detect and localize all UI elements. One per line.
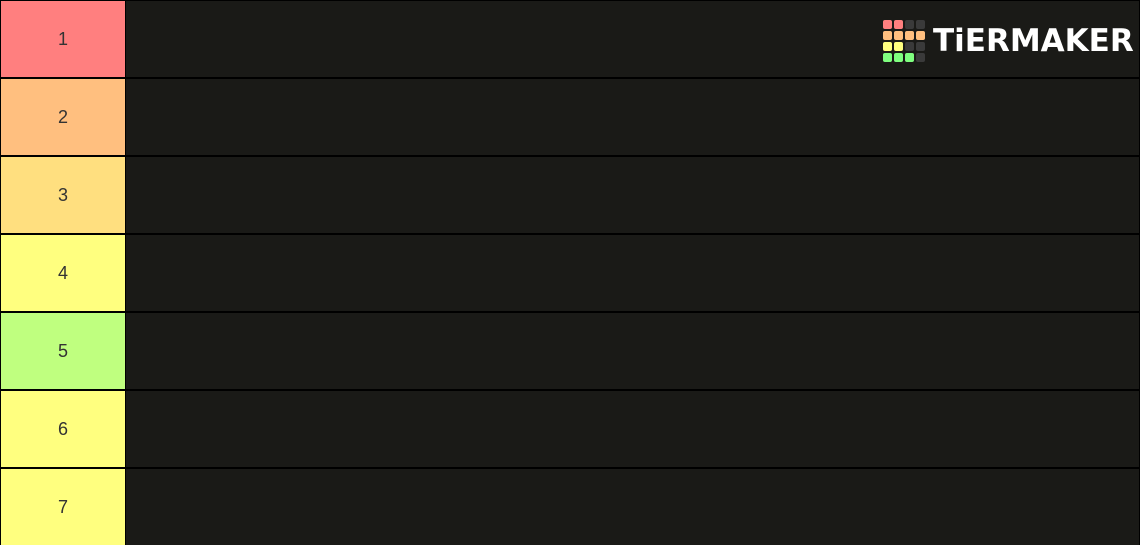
tier-row-6: 6 — [0, 391, 1140, 467]
logo-grid-cell — [916, 42, 925, 51]
logo-grid-cell — [905, 31, 914, 40]
tier-items-1[interactable] — [126, 1, 1139, 77]
logo-grid-cell — [916, 20, 925, 29]
tier-row-1: 1 — [0, 1, 1140, 77]
tier-label-4[interactable]: 4 — [1, 235, 125, 311]
logo-grid-cell — [894, 31, 903, 40]
logo-grid-cell — [916, 53, 925, 62]
tier-row-2: 2 — [0, 79, 1140, 155]
tier-label-1[interactable]: 1 — [1, 1, 125, 77]
logo-grid-cell — [883, 53, 892, 62]
logo-grid-cell — [916, 31, 925, 40]
logo-grid-cell — [883, 42, 892, 51]
tier-row-5: 5 — [0, 313, 1140, 389]
logo-grid-cell — [905, 20, 914, 29]
tier-items-5[interactable] — [126, 313, 1139, 389]
logo-grid-cell — [883, 31, 892, 40]
tier-items-2[interactable] — [126, 79, 1139, 155]
tier-row-7: 7 — [0, 469, 1140, 545]
logo-grid-cell — [905, 53, 914, 62]
logo-grid-cell — [883, 20, 892, 29]
logo-grid-cell — [894, 42, 903, 51]
logo-grid-cell — [894, 20, 903, 29]
tier-items-3[interactable] — [126, 157, 1139, 233]
logo-grid-cell — [905, 42, 914, 51]
tiermaker-grid-logo-icon — [883, 20, 925, 62]
tier-row-4: 4 — [0, 235, 1140, 311]
tier-label-5[interactable]: 5 — [1, 313, 125, 389]
logo-grid-cell — [894, 53, 903, 62]
tiermaker-logo-text: TiERMAKER — [933, 22, 1134, 59]
tier-items-4[interactable] — [126, 235, 1139, 311]
tier-label-7[interactable]: 7 — [1, 469, 125, 545]
tiermaker-logo[interactable]: TiERMAKER — [883, 19, 1134, 63]
tier-items-6[interactable] — [126, 391, 1139, 467]
tier-label-3[interactable]: 3 — [1, 157, 125, 233]
tier-label-2[interactable]: 2 — [1, 79, 125, 155]
tier-items-7[interactable] — [126, 469, 1139, 545]
tier-label-6[interactable]: 6 — [1, 391, 125, 467]
tier-row-3: 3 — [0, 157, 1140, 233]
